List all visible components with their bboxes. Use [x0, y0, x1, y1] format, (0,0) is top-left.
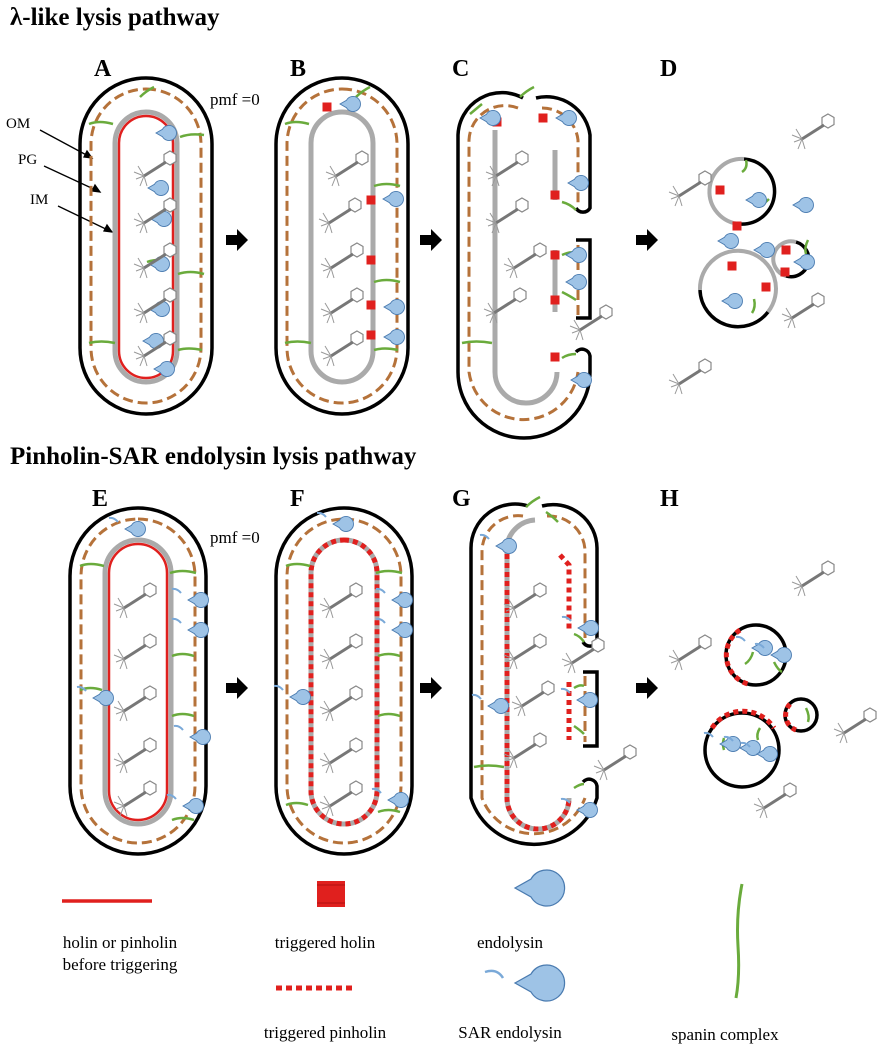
panel-label-e: E	[92, 486, 109, 512]
panel-label-b: B	[290, 56, 307, 82]
cell-c	[456, 85, 614, 440]
legend-triggered-holin-icon	[317, 881, 345, 907]
arrow-f-g	[420, 677, 442, 699]
arrow-a-b	[226, 229, 248, 251]
panel-label-a: A	[94, 56, 112, 82]
legend-endolysin-icon	[513, 869, 566, 907]
legend-spanin-label: spanin complex	[671, 1025, 779, 1044]
om-label: OM	[6, 116, 31, 132]
legend-holin-label: holin or pinholin before triggering	[20, 932, 220, 976]
pmf-label-bottom: pmf =0	[210, 528, 260, 547]
panel-label-d: D	[660, 56, 678, 82]
title-lambda-pathway: λ-like lysis pathway	[10, 4, 220, 31]
panel-label-c: C	[452, 56, 470, 82]
membrane-pointers	[39, 129, 114, 233]
legend-holin-line1: holin or pinholin	[62, 933, 178, 952]
lysed-fragments-d	[667, 112, 836, 396]
panel-label-f: F	[290, 486, 305, 512]
cell-e	[68, 506, 212, 856]
arrow-c-d	[636, 229, 658, 251]
cell-b	[274, 76, 410, 416]
arrow-g-h	[636, 677, 658, 699]
legend-endolysin-label: endolysin	[476, 933, 544, 952]
im-label: IM	[30, 192, 49, 208]
pg-label: PG	[18, 152, 38, 168]
legend-sar-endolysin-label: SAR endolysin	[458, 1023, 562, 1042]
title-pinholin-pathway: Pinholin-SAR endolysin lysis pathway	[10, 443, 417, 470]
panel-label-h: H	[660, 486, 679, 512]
lysed-fragments-h	[667, 559, 878, 820]
legend-sar-endolysin-icon	[484, 964, 566, 1002]
legend-triggered-holin-label: triggered holin	[274, 933, 376, 952]
arrow-b-c	[420, 229, 442, 251]
pmf-label-top: pmf =0	[210, 90, 260, 109]
legend-holin-line2: before triggering	[62, 955, 178, 974]
arrow-e-f	[226, 677, 248, 699]
cell-g	[469, 495, 638, 846]
cell-f	[273, 506, 414, 856]
panel-label-g: G	[452, 486, 471, 512]
cell-a	[78, 76, 214, 416]
legend-spanin-icon	[734, 883, 744, 999]
legend-triggered-pinholin-label: triggered pinholin	[263, 1023, 387, 1042]
